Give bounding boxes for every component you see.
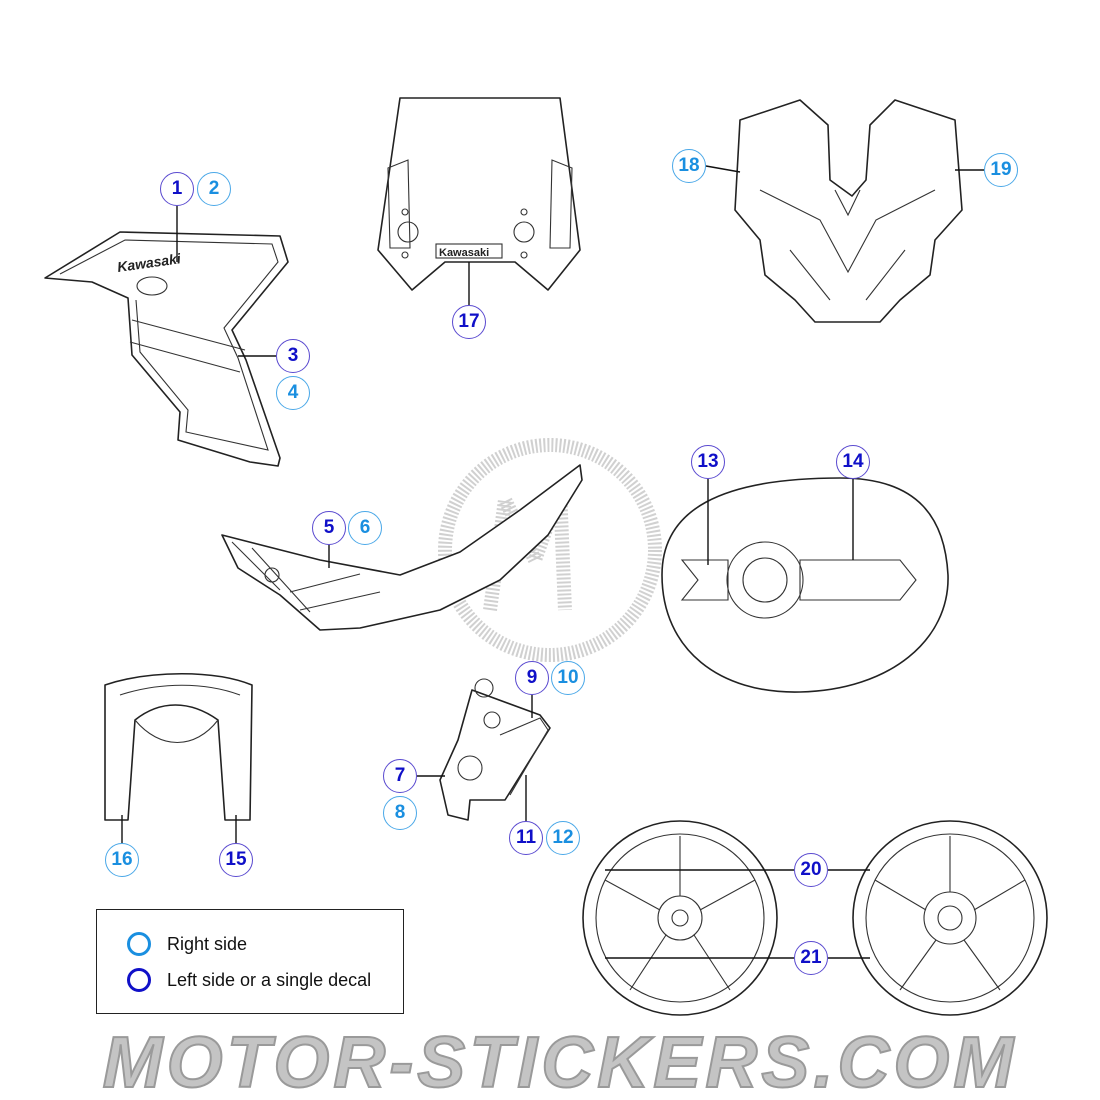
fuel-tank-part (661, 477, 949, 693)
callout-8: 8 (383, 796, 417, 830)
rear-wheel-part (852, 820, 1048, 1016)
ms-watermark-emblem (438, 438, 662, 662)
callout-20: 20 (794, 853, 828, 887)
callout-12: 12 (546, 821, 580, 855)
tank-side-cover-part: Kawasaki (44, 231, 289, 467)
callout-13: 13 (691, 445, 725, 479)
right-side-ring-icon (127, 932, 151, 956)
callout-5: 5 (312, 511, 346, 545)
windscreen-kawasaki-logo: Kawasaki (439, 247, 489, 259)
callout-6: 6 (348, 511, 382, 545)
windscreen-part: Kawasaki (377, 97, 581, 291)
seat-cowl-part (221, 464, 583, 631)
callout-1: 1 (160, 172, 194, 206)
callout-11: 11 (509, 821, 543, 855)
callout-10: 10 (551, 661, 585, 695)
callout-3: 3 (276, 339, 310, 373)
callout-19: 19 (984, 153, 1018, 187)
callout-21: 21 (794, 941, 828, 975)
callout-2: 2 (197, 172, 231, 206)
callout-4: 4 (276, 376, 310, 410)
front-cowl-part (734, 99, 963, 323)
left-side-ring-icon (127, 968, 151, 992)
legend-left-side-label: Left side or a single decal (167, 969, 372, 990)
callout-15: 15 (219, 843, 253, 877)
legend-right-side-label: Right side (167, 933, 248, 954)
callout-18: 18 (672, 149, 706, 183)
callout-7: 7 (383, 759, 417, 793)
callout-16: 16 (105, 843, 139, 877)
front-fender-part (104, 673, 253, 821)
callout-9: 9 (515, 661, 549, 695)
callout-17: 17 (452, 305, 486, 339)
site-watermark: MOTOR-STICKERS.COM (102, 1022, 1018, 1100)
front-wheel-part (582, 820, 778, 1016)
legend: Right side Left side or a single decal (96, 909, 404, 1014)
leader-lines (121, 165, 984, 959)
callout-14: 14 (836, 445, 870, 479)
frame-cover-part (439, 678, 551, 821)
